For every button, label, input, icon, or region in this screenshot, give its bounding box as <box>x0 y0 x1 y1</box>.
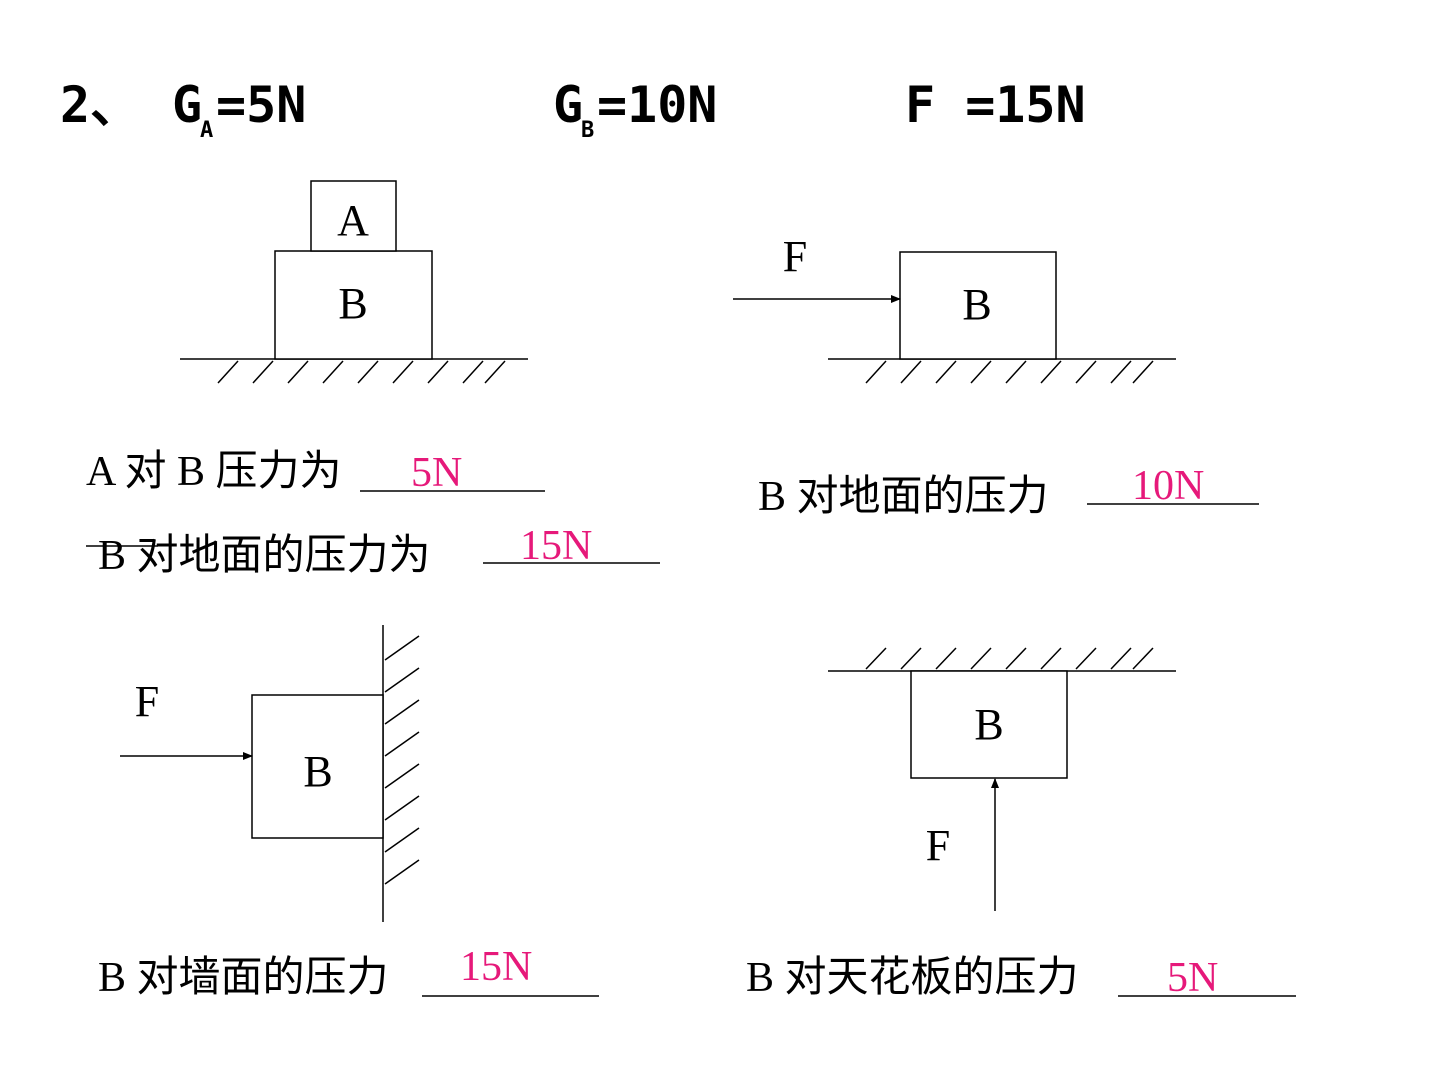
answer-text: 10N <box>1132 463 1204 509</box>
block-a <box>310 180 397 252</box>
answer-text: 15N <box>520 523 592 569</box>
ga-value: =5N <box>216 76 306 134</box>
ground-hatching <box>865 360 1154 384</box>
block-b <box>251 694 384 839</box>
gb-subscript: B <box>581 118 594 143</box>
block-b-label: B <box>338 279 367 328</box>
question-b-on-ceiling: B 对天花板的压力 5N <box>746 955 1296 1001</box>
diagram-stacked-blocks: A B <box>180 180 528 384</box>
block-b <box>899 251 1057 360</box>
block-b <box>910 670 1068 779</box>
answer-text: 5N <box>1167 955 1218 1001</box>
answer-text: 5N <box>411 450 462 496</box>
question-label: B 对墙面的压力 <box>98 955 389 1001</box>
force-value: F =15N <box>905 76 1086 134</box>
question-label: B 对地面的压力 <box>758 474 1049 520</box>
answer-text: 15N <box>460 944 532 990</box>
gb-value: =10N <box>597 76 717 134</box>
question-b-on-wall: B 对墙面的压力 15N <box>98 944 599 1001</box>
wall-hatching <box>384 635 420 885</box>
force-label: F <box>783 232 807 281</box>
question-b-on-ground-1: B 对地面的压力为 15N <box>86 523 660 579</box>
force-label: F <box>135 677 159 726</box>
ceiling-hatching <box>865 647 1154 670</box>
question-b-on-ground-2: B 对地面的压力 10N <box>758 463 1259 520</box>
block-b-label: B <box>974 700 1003 749</box>
ga-symbol: G <box>172 76 202 134</box>
title-line: 2、 G A =5N G B =10N F =15N <box>60 76 1086 143</box>
block-b <box>274 250 433 360</box>
block-b-label: B <box>303 747 332 796</box>
block-b-label: B <box>962 280 991 329</box>
ground-hatching <box>217 360 506 384</box>
question-label: B 对地面的压力为 <box>98 533 431 579</box>
diagram-horizontal-push: F B <box>733 232 1176 384</box>
diagram-ceiling-push: F B <box>828 647 1176 911</box>
force-label: F <box>926 821 950 870</box>
block-a-label: A <box>337 196 369 245</box>
ga-subscript: A <box>200 118 213 143</box>
diagram-wall-push: F B <box>120 625 420 922</box>
question-a-on-b: A 对 B 压力为 5N <box>86 449 545 496</box>
question-label: B 对天花板的压力 <box>746 955 1079 1001</box>
question-number: 2、 <box>60 76 140 134</box>
gb-symbol: G <box>553 76 583 134</box>
question-label: A 对 B 压力为 <box>86 449 342 495</box>
